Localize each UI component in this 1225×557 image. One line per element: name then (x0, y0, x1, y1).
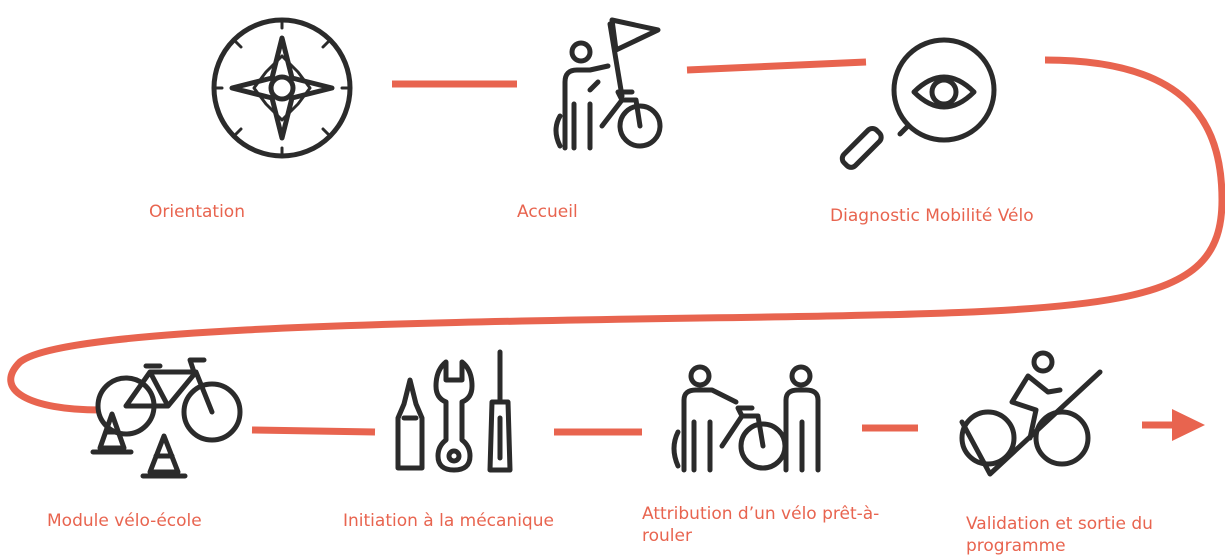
tools-icon (395, 349, 513, 473)
step-label-attribution: Attribution d’un vélo prêt-à-rouler (642, 504, 880, 546)
arrow-head-icon (1172, 409, 1205, 441)
person-flag-bike-icon (553, 17, 663, 151)
step-label-module-velo-ecole: Module vélo-école (47, 511, 202, 531)
step-label-orientation: Orientation (149, 202, 245, 222)
step-label-initiation: Initiation à la mécanique (343, 511, 554, 531)
connector-diagnostic-module (7, 56, 1225, 414)
magnifier-eye-icon (839, 37, 997, 170)
connector-module-initiation (251, 426, 376, 436)
step-label-diagnostic: Diagnostic Mobilité Vélo (830, 206, 1034, 226)
connector-accueil-diagnostic (686, 58, 867, 74)
step-label-accueil: Accueil (517, 202, 578, 222)
bike-cones-icon (90, 357, 243, 479)
bike-handover-icon (671, 364, 821, 473)
compass-icon (211, 17, 353, 159)
cyclist-check-icon (959, 350, 1103, 477)
step-label-validation: Validation et sortie du programme (966, 514, 1153, 556)
